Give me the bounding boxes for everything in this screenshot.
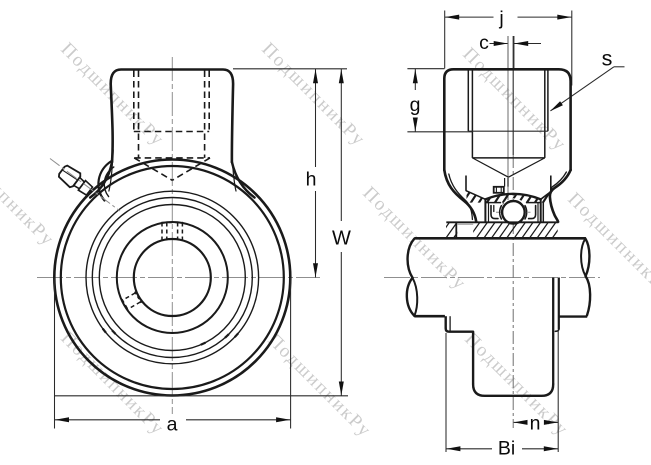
svg-text:j: j: [498, 8, 503, 30]
svg-text:s: s: [602, 46, 613, 70]
svg-text:a: a: [167, 413, 178, 435]
svg-text:n: n: [530, 413, 541, 435]
svg-text:g: g: [410, 94, 421, 116]
svg-text:W: W: [332, 228, 351, 250]
svg-text:Bi: Bi: [498, 437, 515, 459]
svg-text:h: h: [306, 168, 317, 190]
svg-text:c: c: [479, 32, 489, 54]
